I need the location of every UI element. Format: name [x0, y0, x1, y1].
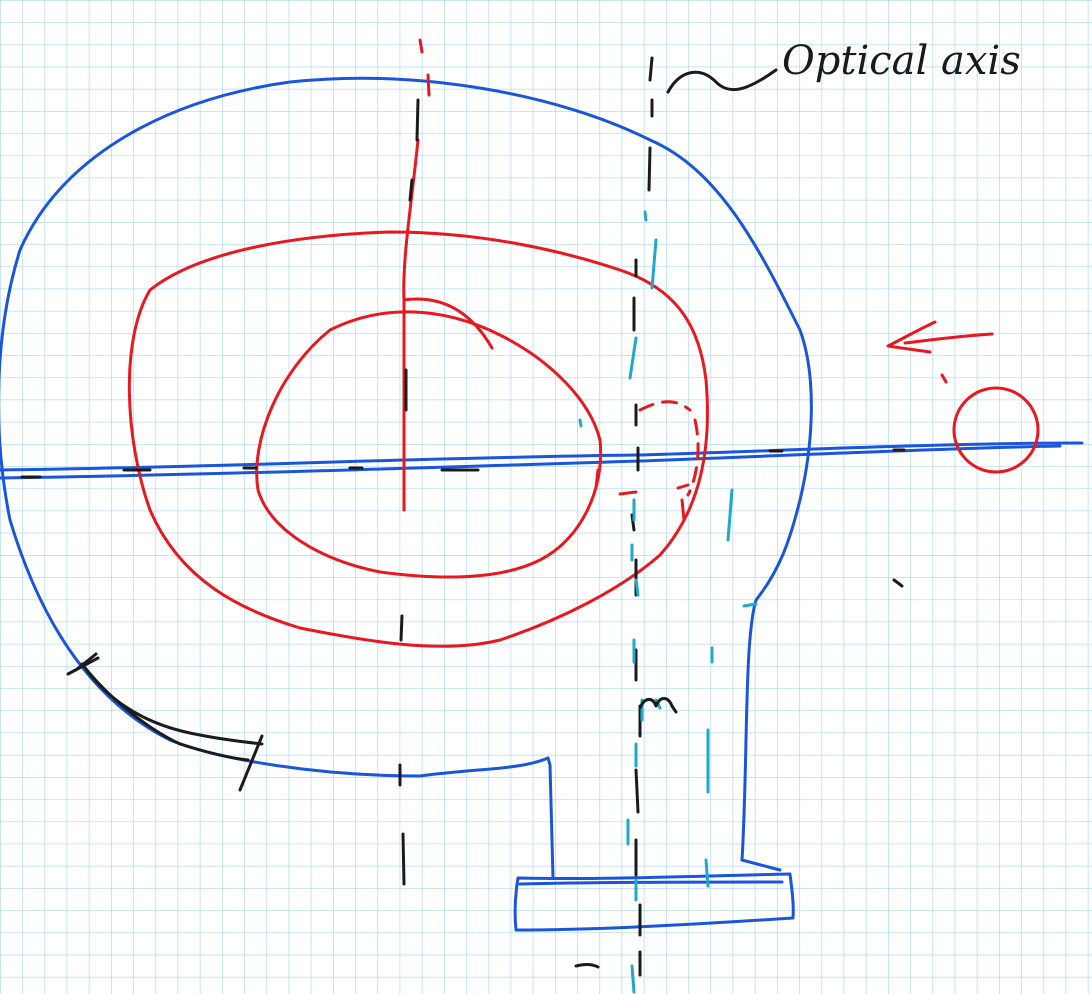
cyan-axis-left	[626, 210, 658, 994]
base-plate	[513, 872, 795, 932]
direction-arrow	[886, 320, 994, 354]
red-dashed-arc	[638, 400, 700, 497]
scale-bracket	[74, 652, 264, 792]
red-dot-mark	[940, 373, 948, 384]
center-axis-dashed	[398, 98, 420, 886]
beam-line-lower	[0, 444, 1062, 480]
beam-line-upper	[0, 441, 1084, 472]
beam-contour-inner	[255, 310, 603, 579]
beam-tick-marks	[20, 448, 906, 479]
scale-bracket-ends	[66, 656, 100, 676]
beam-contour-outer	[127, 230, 709, 648]
black-stray-marks	[574, 578, 904, 969]
optical-axis-dashed	[630, 56, 654, 977]
red-small-marks	[594, 468, 690, 522]
m-symbol	[638, 697, 678, 714]
red-vertical-axis	[402, 38, 431, 512]
cyan-axis-right	[704, 488, 758, 888]
source-circle	[952, 386, 1040, 474]
stem-right-edge	[740, 858, 782, 872]
tilde-pointer	[666, 68, 778, 94]
stem-left-edge	[546, 756, 555, 880]
red-hook	[402, 297, 494, 350]
optical-axis-label: Optical axis	[782, 38, 1021, 84]
base-plate-top-line	[518, 880, 784, 886]
